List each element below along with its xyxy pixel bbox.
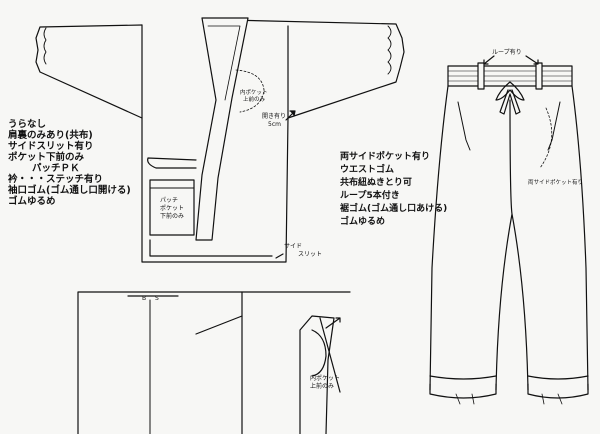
detail-pocket-label-2: 上前のみ xyxy=(310,383,335,390)
detail-pocket xyxy=(311,329,327,377)
jacket-note-7: 袖口ゴム(ゴム通し口開ける) xyxy=(8,185,131,196)
jacket-note-2: 肩裏のみあり(共布) xyxy=(8,130,93,141)
jacket-body xyxy=(141,24,289,263)
right-sleeve xyxy=(227,19,405,119)
loop-label: ループ有り xyxy=(492,49,522,56)
right-side-pocket xyxy=(547,101,561,151)
back-mark-b: B xyxy=(142,295,147,302)
pocket-bag-dotted xyxy=(539,107,553,169)
loop-arrow-left xyxy=(483,55,495,65)
waistband-elastic-lines xyxy=(447,70,573,82)
patch-pocket xyxy=(149,179,195,236)
pants-outline xyxy=(429,85,589,391)
left-cuff-gathers xyxy=(43,27,47,65)
collar-inner-line xyxy=(207,25,241,101)
pants-note-6: ゴムゆるめ xyxy=(340,217,386,227)
belt-loop-left xyxy=(477,62,485,90)
side-slit-label-2: スリット xyxy=(298,251,323,258)
belt-loop-right xyxy=(535,62,543,90)
pants-note-4: ループ5本付き xyxy=(340,191,400,201)
right-cuff-gathers xyxy=(387,25,392,75)
detail-collar xyxy=(299,315,335,434)
hem-fold xyxy=(149,239,273,257)
back-mark-s: S xyxy=(155,295,159,302)
detail-pocket-label-1: 内ポケット xyxy=(310,375,341,382)
opening-arrowhead xyxy=(289,110,296,117)
jacket-note-4: ポケット下前のみ xyxy=(8,152,85,163)
jacket-note-1: うらなし xyxy=(8,119,47,130)
left-side-pocket xyxy=(457,101,471,151)
pants-note-3: 共布紐ぬきとり可 xyxy=(340,178,412,188)
pants-note-5: 裾ゴム(ゴム通し口あける) xyxy=(340,204,448,214)
right-cuff xyxy=(527,375,589,399)
side-pocket-label: 両サイドポケット有り xyxy=(528,180,584,186)
patch-pocket-label-2: ポケット xyxy=(160,205,185,212)
inner-pocket-label-2: 上前のみ xyxy=(243,97,266,103)
loop-arrow-right xyxy=(525,55,539,65)
jacket-note-6: 衿・・・ステッチ有り xyxy=(8,174,104,185)
detail-collar-line xyxy=(319,317,341,393)
jacket-note-5: パッチＰＫ xyxy=(32,163,80,174)
patch-pocket-label-3: 下前のみ xyxy=(160,213,185,220)
pants-note-1: 両サイドポケット有り xyxy=(340,152,431,162)
opening-label-1: 開き有り xyxy=(262,113,287,120)
patch-pocket-label-1: パッチ xyxy=(160,197,179,204)
inner-pocket-label-1: 内ポケット xyxy=(240,90,268,96)
hem-arrows xyxy=(455,393,563,405)
jacket-front-view xyxy=(35,17,405,263)
drawstring-tails xyxy=(499,89,521,115)
jacket-back-view xyxy=(77,291,351,434)
detail-arrow xyxy=(325,317,341,329)
side-slit-arrow xyxy=(275,253,284,259)
pants-view xyxy=(429,55,589,405)
drawstring-bow xyxy=(495,81,525,101)
pants-note-2: ウエストゴム xyxy=(340,165,395,175)
back-right-sleeve xyxy=(195,291,351,335)
inner-pocket-detail xyxy=(299,315,341,434)
collar-band xyxy=(195,17,249,241)
opening-label-2: 5cm xyxy=(268,121,281,128)
side-slit-label-1: サイド xyxy=(284,243,303,250)
inner-pocket-outline xyxy=(235,69,265,113)
left-cuff xyxy=(429,375,497,399)
back-body xyxy=(77,291,243,434)
left-sleeve xyxy=(35,24,143,119)
jacket-note-8: ゴムゆるめ xyxy=(8,196,56,207)
jacket-note-3: サイドスリット有り xyxy=(8,141,94,152)
left-tie xyxy=(147,157,197,169)
